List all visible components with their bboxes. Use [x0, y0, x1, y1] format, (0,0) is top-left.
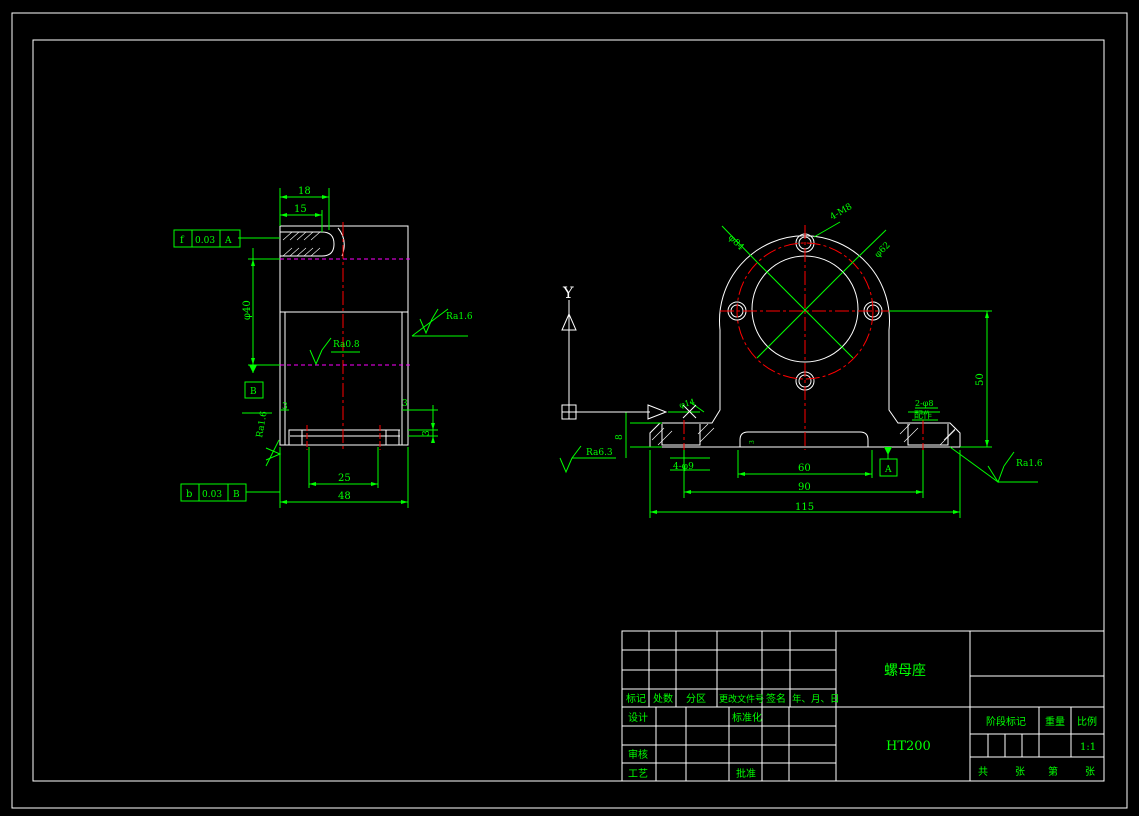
tb-label-biaozhunhua: 标准化 — [732, 711, 762, 724]
dim-18: 18 — [298, 186, 311, 197]
dim-4-m8: 4-M8 — [829, 202, 855, 223]
dim-15: 15 — [294, 204, 307, 215]
tol-top-datum: A — [224, 236, 232, 246]
dim-pin-note: 配作 — [914, 409, 932, 421]
tb-label-sheji: 设计 — [628, 711, 648, 724]
tb-label-gongyi: 工艺 — [628, 768, 648, 780]
tb-label-zhang2: 张 — [1085, 766, 1095, 778]
dim-3-right-view: 3 — [749, 440, 756, 444]
inner-frame — [32, 39, 1105, 782]
roughness-ra08: Ra0.8 — [333, 340, 360, 350]
datum-a-label: A — [884, 465, 892, 475]
dim-4-phi9: 4-φ9 — [673, 462, 694, 472]
tb-label-chushu: 处数 — [653, 692, 673, 705]
axis-y-label: Y — [562, 283, 574, 302]
datum-b-label: B — [250, 387, 257, 397]
dim-3-left: 3 — [282, 402, 288, 412]
roughness-ra63: Ra6.3 — [586, 448, 613, 458]
dim-60: 60 — [798, 463, 811, 474]
dim-8: 8 — [615, 434, 625, 440]
tb-label-gengai: 更改文件号 — [719, 693, 764, 705]
tb-label-jieduan: 阶段标记 — [986, 715, 1026, 728]
right-view: φ84 4-M8 φ62 50 60 90 115 φ14 8 4-φ9 2-φ… — [559, 202, 1043, 518]
dim-50: 50 — [975, 373, 986, 386]
outer-frame — [11, 12, 1128, 809]
tb-part-name: 螺母座 — [884, 663, 926, 679]
dim-48: 48 — [338, 491, 351, 502]
tol-bottom-datum: B — [233, 490, 240, 500]
dim-90: 90 — [798, 482, 811, 493]
tb-material: HT200 — [886, 739, 931, 754]
tol-top-value: 0.03 — [195, 236, 215, 246]
dim-25: 25 — [338, 473, 351, 484]
tb-label-di: 第 — [1048, 765, 1058, 778]
dim-phi40: φ40 — [242, 300, 253, 320]
tol-top-symbol: f — [180, 235, 185, 246]
roughness-ra16-right: Ra1.6 — [1016, 459, 1043, 469]
tb-label-fenqu: 分区 — [686, 693, 706, 705]
tb-label-zhang1: 张 — [1015, 766, 1025, 778]
dim-phi14: φ14 — [678, 397, 696, 410]
dim-phi62: φ62 — [873, 240, 893, 260]
title-block — [621, 630, 1105, 782]
tb-label-nianyueri: 年、月、日 — [792, 693, 840, 705]
tb-label-qianming: 签名 — [766, 692, 786, 705]
dim-phi84: φ84 — [726, 233, 746, 253]
tb-label-shenhe: 审核 — [628, 748, 648, 761]
tb-label-pizhun: 批准 — [736, 767, 756, 780]
tb-label-biaoji: 标记 — [626, 693, 646, 705]
tb-scale-value: 1:1 — [1080, 742, 1096, 753]
tb-label-gong: 共 — [978, 766, 988, 778]
dim-3-right: 3 — [402, 399, 408, 409]
roughness-ra16-right: Ra1.6 — [446, 312, 473, 322]
roughness-ra16-left: Ra1.6 — [255, 410, 270, 438]
tol-bottom-symbol: b — [186, 489, 192, 500]
dim-2-phi8: 2-φ8 — [915, 399, 933, 408]
dim-115: 115 — [795, 502, 814, 513]
left-view: 18 15 φ40 25 48 3 3 3 f 0.03 A b 0.03 B … — [173, 186, 473, 508]
tb-label-bili: 比例 — [1077, 715, 1097, 728]
tol-bottom-value: 0.03 — [202, 490, 222, 500]
dim-3-vert: 3 — [422, 430, 432, 436]
tb-label-zhongliang: 重量 — [1045, 715, 1065, 728]
